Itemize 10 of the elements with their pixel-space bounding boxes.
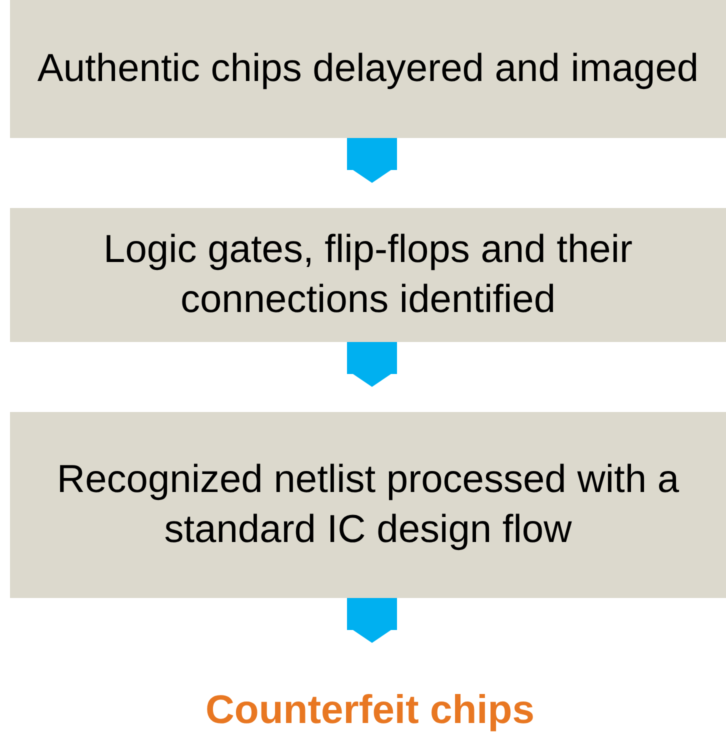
block-arrow (347, 342, 397, 387)
process-box (10, 412, 726, 598)
step-text: Logic gates, flip-flops and their connections identified (102, 227, 634, 323)
process-box (10, 208, 726, 342)
result-label: Counterfeit chips (206, 687, 534, 734)
step-text: Recognized netlist processed with a standard IC design flow (56, 457, 680, 553)
step-text: Authentic chips delayered and imaged (37, 46, 699, 92)
block-arrow (347, 598, 397, 643)
block-arrow (347, 138, 397, 183)
process-box (10, 0, 726, 138)
